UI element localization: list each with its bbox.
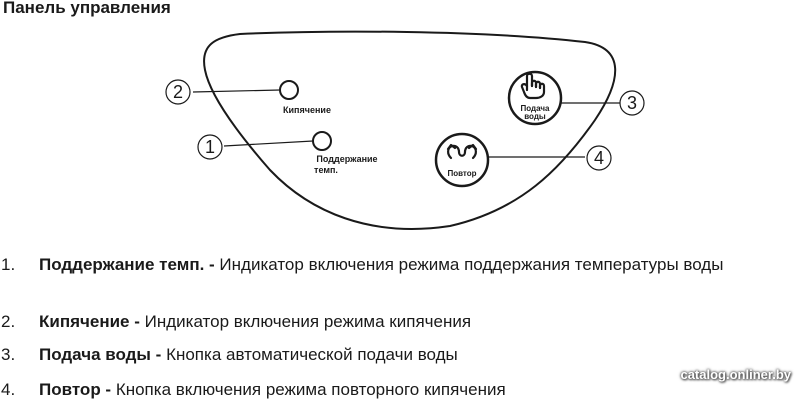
- boil-indicator-label: Кипячение: [283, 105, 331, 115]
- keep-warm-label-line1: Поддержание: [316, 154, 377, 164]
- callout-4-number: 4: [594, 148, 604, 168]
- callout-4: [586, 145, 612, 171]
- legend-term: Повтор: [39, 380, 101, 399]
- legend-separator: -: [204, 255, 220, 274]
- legend-number: 2.: [1, 312, 16, 331]
- callout-2-number: 2: [173, 82, 183, 102]
- legend-separator: -: [100, 380, 116, 399]
- control-panel-diagram: 2 Кипячение 1 Поддержание темп. Подача в…: [165, 30, 645, 230]
- watermark: catalog.onliner.by: [680, 367, 791, 382]
- legend-term: Подача воды: [39, 345, 151, 364]
- legend-number: 3.: [1, 345, 16, 364]
- callout-1-number: 1: [205, 137, 215, 157]
- page-title: Панель управления: [3, 0, 171, 17]
- reheat-arrows-icon: [446, 143, 478, 160]
- callout-2: [165, 79, 191, 105]
- callout-3-number: 3: [627, 93, 637, 113]
- dispense-button-label-line1: Подача: [521, 104, 551, 113]
- keep-warm-indicator: [312, 131, 332, 151]
- dispense-button-label-line2: воды: [524, 112, 546, 121]
- callout-1: [197, 134, 223, 160]
- boil-indicator: [279, 80, 299, 100]
- panel-outline: [203, 30, 617, 230]
- keep-warm-label-line2: темп.: [314, 165, 338, 175]
- legend-description: Индикатор включения режима поддержания т…: [219, 255, 724, 274]
- legend-separator: -: [150, 345, 167, 364]
- callout-3: [619, 90, 645, 116]
- legend-number: 4.: [1, 380, 16, 399]
- legend-description: Кнопка автоматической подачи воды: [166, 345, 458, 364]
- legend-separator: -: [129, 312, 145, 331]
- repeat-button-label: Повтор: [447, 169, 476, 178]
- hand-press-icon: [520, 72, 546, 100]
- legend-term: Кипячение: [39, 312, 130, 331]
- legend-description: Индикатор включения режима кипячения: [144, 312, 472, 331]
- repeat-button[interactable]: [434, 132, 490, 188]
- legend-number: 1.: [1, 255, 16, 274]
- legend-description: Кнопка включения режима повторного кипяч…: [115, 380, 506, 399]
- legend-term: Поддержание темп.: [39, 255, 205, 274]
